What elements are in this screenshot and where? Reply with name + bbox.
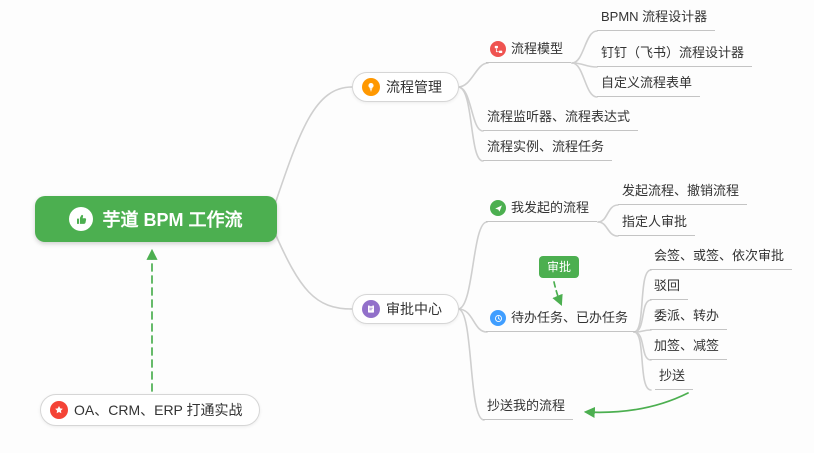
- gray-connectors: [273, 30, 652, 421]
- node-cc-my-flow[interactable]: 抄送我的流程: [483, 398, 574, 420]
- node-label: 流程监听器、流程表达式: [487, 109, 631, 124]
- connector-ac-ccmyflow: [457, 308, 485, 421]
- node-instance-task[interactable]: 流程实例、流程任务: [483, 139, 613, 161]
- connector-todo-addsign: [633, 331, 652, 361]
- connector-mi-initiate: [597, 204, 619, 223]
- node-todo-done[interactable]: 待办任务、已办任务: [486, 310, 637, 332]
- node-label: 审批中心: [386, 301, 442, 317]
- node-my-initiated[interactable]: 我发起的流程: [486, 200, 598, 222]
- clipboard-icon: [362, 300, 380, 318]
- node-label: 加签、减签: [654, 338, 720, 353]
- node-label: OA、CRM、ERP 打通实战: [74, 402, 243, 418]
- node-countersign[interactable]: 会签、或签、依次审批: [650, 248, 793, 270]
- connector-todo-cc: [633, 331, 652, 391]
- lightbulb-icon: [362, 78, 380, 96]
- flow-icon: [490, 41, 506, 57]
- send-icon: [490, 200, 506, 216]
- node-label: 驳回: [654, 278, 681, 293]
- node-label: 抄送: [659, 368, 686, 383]
- connector-model-customform: [571, 62, 598, 98]
- node-label: 会签、或签、依次审批: [654, 248, 785, 263]
- connector-model-dingtalk: [571, 62, 598, 68]
- connector-mi-assignee: [597, 221, 619, 237]
- node-label: 发起流程、撤销流程: [622, 183, 740, 198]
- root-label: 芋道 BPM 工作流: [102, 210, 243, 230]
- connector-ac-myinitiated: [457, 221, 488, 310]
- node-label: 流程模型: [511, 41, 564, 56]
- node-process-management[interactable]: 流程管理: [352, 72, 459, 102]
- node-label: 指定人审批: [622, 214, 688, 229]
- badge-label: 审批: [547, 260, 572, 274]
- arrow-approval-to-todo: [552, 281, 563, 307]
- node-reject[interactable]: 驳回: [650, 278, 689, 300]
- connector-todo-reject: [633, 299, 652, 333]
- node-label: 抄送我的流程: [487, 398, 566, 413]
- thumbs-up-icon: [69, 207, 94, 231]
- badge-approval[interactable]: 审批: [539, 256, 580, 278]
- node-dingtalk-designer[interactable]: 钉钉（飞书）流程设计器: [597, 45, 753, 67]
- node-bpmn-designer[interactable]: BPMN 流程设计器: [597, 9, 716, 31]
- connector-todo-delegate: [633, 329, 652, 333]
- node-label: 流程管理: [386, 79, 442, 95]
- node-label: 待办任务、已办任务: [511, 310, 629, 325]
- node-label: BPMN 流程设计器: [601, 9, 708, 24]
- node-process-model[interactable]: 流程模型: [486, 41, 572, 63]
- connector-pm-model: [457, 62, 489, 88]
- root-node[interactable]: 芋道 BPM 工作流: [35, 196, 277, 242]
- star-icon: [50, 401, 68, 419]
- node-label: 我发起的流程: [511, 200, 590, 215]
- node-label: 钉钉（飞书）流程设计器: [601, 45, 745, 60]
- node-cc[interactable]: 抄送: [655, 368, 694, 390]
- connector-todo-countersign: [633, 269, 652, 333]
- node-listener-expression[interactable]: 流程监听器、流程表达式: [483, 109, 639, 131]
- node-label: 委派、转办: [654, 308, 720, 323]
- connector-root-approval-center: [273, 230, 353, 310]
- arrow-cc-to-ccmyflow: [583, 392, 689, 418]
- node-initiate-cancel[interactable]: 发起流程、撤销流程: [618, 183, 748, 205]
- clock-icon: [490, 310, 506, 326]
- node-delegate-transfer[interactable]: 委派、转办: [650, 308, 728, 330]
- connector-pm-instance: [457, 86, 484, 162]
- connector-root-process-management: [273, 86, 353, 208]
- node-oa-crm-erp[interactable]: OA、CRM、ERP 打通实战: [40, 394, 260, 426]
- node-custom-form[interactable]: 自定义流程表单: [597, 75, 701, 97]
- connector-pm-listener: [457, 86, 484, 132]
- node-add-reduce-sign[interactable]: 加签、减签: [650, 338, 728, 360]
- node-approval-center[interactable]: 审批中心: [352, 294, 459, 324]
- node-label: 自定义流程表单: [601, 75, 693, 90]
- connector-ac-todo: [457, 308, 488, 333]
- node-label: 流程实例、流程任务: [487, 139, 605, 154]
- connector-model-bpmn: [571, 30, 598, 64]
- node-assignee-approval[interactable]: 指定人审批: [618, 214, 696, 236]
